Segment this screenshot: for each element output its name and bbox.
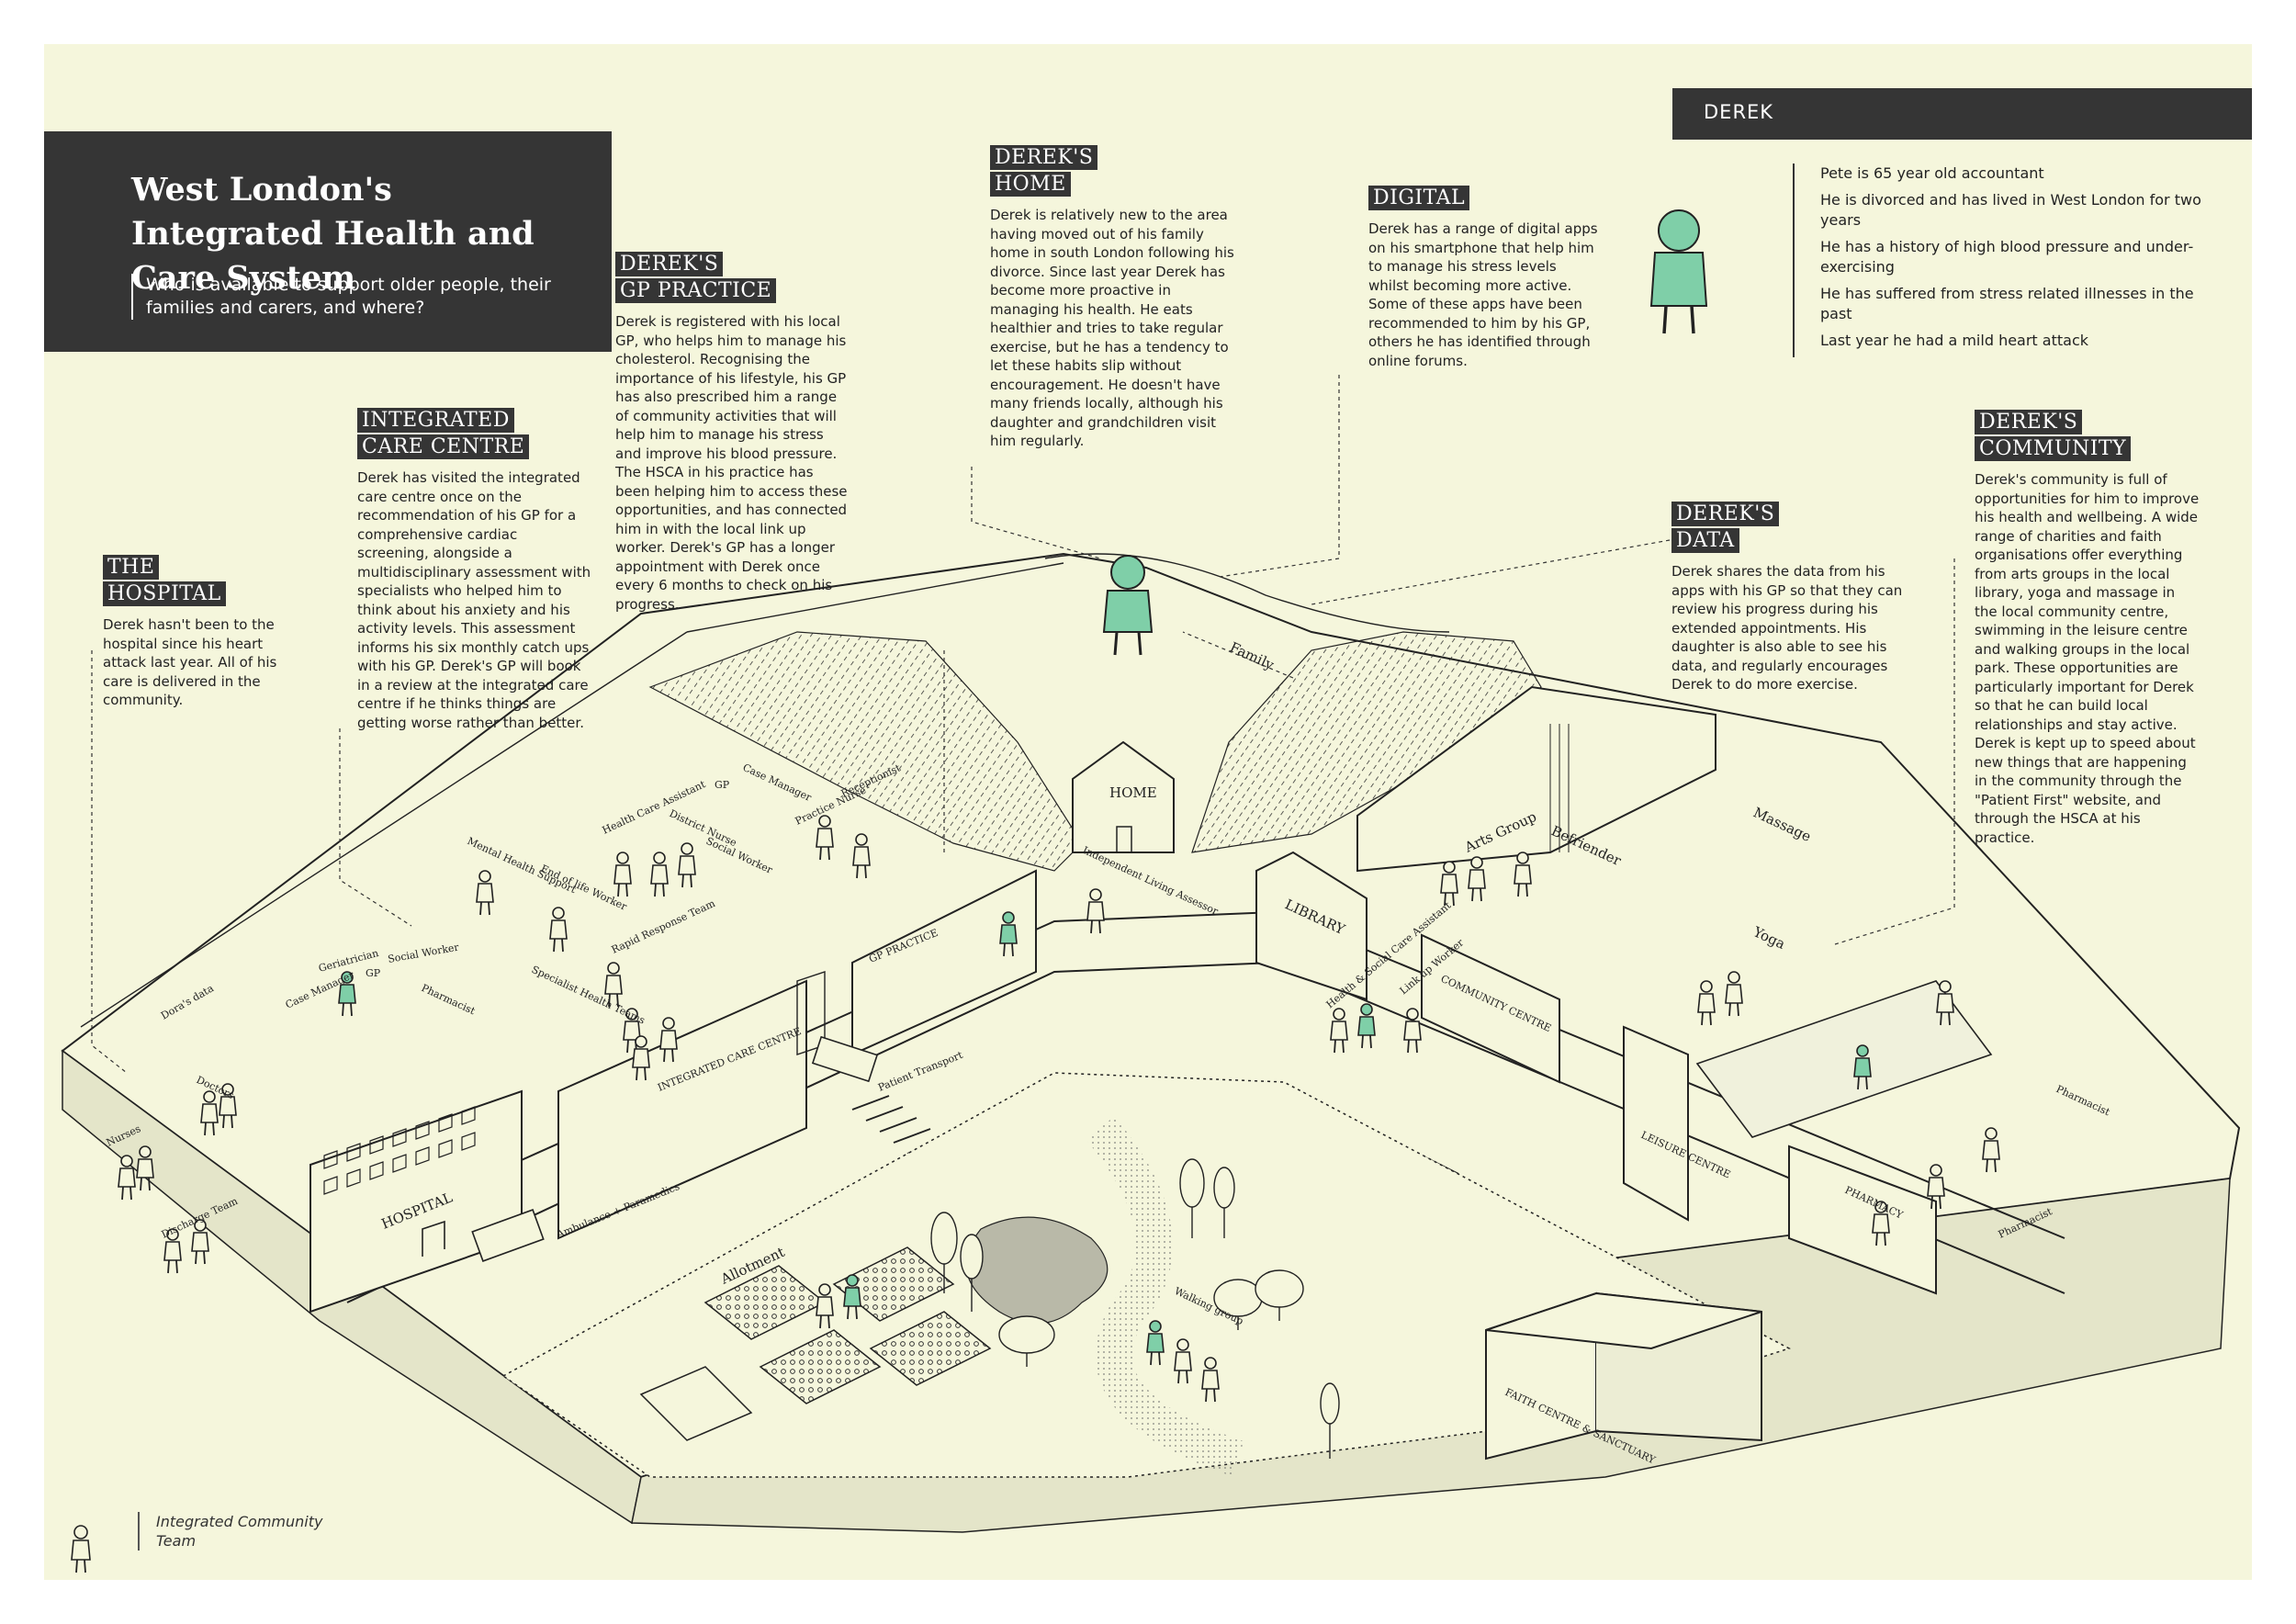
library-building — [1255, 851, 1367, 1001]
legend-label: Integrated Community Team — [138, 1512, 358, 1551]
section-icc-heading: INTEGRATED CARE CENTRE — [357, 408, 530, 461]
title-panel: West London's Integrated Health and Care… — [44, 131, 612, 352]
gp-practice-building — [851, 869, 1037, 1056]
pond — [965, 1216, 1109, 1325]
section-hospital: THE HOSPITAL Derek hasn't been to the ho… — [103, 555, 305, 710]
pharmacy-building — [1788, 1145, 1937, 1295]
section-hospital-heading: THE HOSPITAL — [103, 555, 226, 608]
section-community-body: Derek's community is full of opportuniti… — [1975, 471, 2200, 846]
section-data-body: Derek shares the data from his apps with… — [1671, 563, 1903, 693]
patient-transport-van — [811, 1035, 879, 1083]
section-home-heading: DEREK'S HOME — [990, 145, 1098, 198]
profile-fact: Pete is 65 year old accountant — [1820, 164, 2044, 182]
derek-profile-figure — [1649, 209, 1708, 334]
section-digital-heading: DIGITAL — [1368, 186, 1470, 212]
page-title: West London's Integrated Health and Care… — [131, 171, 535, 297]
legend-figure — [71, 1525, 91, 1573]
section-data: DEREK'S DATA Derek shares the data from … — [1671, 502, 1906, 694]
section-home: DEREK'S HOME Derek is relatively new to … — [990, 145, 1238, 451]
community-centre-building — [1421, 933, 1560, 1084]
profile-fact: He has suffered from stress related illn… — [1820, 285, 2194, 322]
hospital-building — [310, 1089, 523, 1314]
label-home: HOME — [1109, 784, 1157, 801]
section-community: DEREK'S COMMUNITY Derek's community is f… — [1975, 410, 2200, 847]
home-building — [1072, 740, 1175, 853]
profile-fact: He is divorced and has lived in West Lon… — [1820, 191, 2201, 229]
allotment-beds — [639, 1246, 992, 1441]
section-icc: INTEGRATED CARE CENTRE Derek has visited… — [357, 408, 591, 732]
section-hospital-body: Derek hasn't been to the hospital since … — [103, 616, 277, 708]
trees — [930, 1158, 1340, 1459]
leisure-centre-building — [1623, 980, 1993, 1222]
leader-lines — [91, 375, 1955, 1074]
faith-centre-building — [1485, 1291, 1762, 1460]
poster: HOME HOSPITAL INTEGRATED CARE CENTRE GP … — [44, 44, 2252, 1580]
derek-figure — [1102, 555, 1154, 656]
profile-name-bar: DEREK — [1672, 88, 2252, 140]
section-digital: DIGITAL Derek has a range of digital app… — [1368, 186, 1598, 370]
section-data-heading: DEREK'S DATA — [1671, 502, 1780, 555]
section-community-heading: DEREK'S COMMUNITY — [1975, 410, 2132, 463]
profile-fact: He has a history of high blood pressure … — [1820, 238, 2194, 276]
section-gp-body: Derek is registered with his local GP, w… — [615, 313, 848, 613]
page-subtitle: Who is available to support older people… — [131, 274, 578, 320]
section-home-body: Derek is relatively new to the area havi… — [990, 207, 1234, 449]
isometric-map: HOME HOSPITAL INTEGRATED CARE CENTRE GP … — [61, 209, 2241, 1573]
section-icc-body: Derek has visited the integrated care ce… — [357, 469, 591, 731]
section-digital-body: Derek has a range of digital apps on his… — [1368, 220, 1598, 369]
profile-name: DEREK — [1704, 101, 1774, 123]
zebra-crossing-left — [851, 1095, 959, 1166]
section-gp-heading: DEREK'S GP PRACTICE — [615, 252, 777, 305]
label-gp-2: GP — [715, 779, 730, 791]
label-gp: GP — [366, 967, 381, 979]
profile-fact: Last year he had a mild heart attack — [1820, 332, 2089, 349]
ambulance — [471, 1209, 545, 1262]
back-building — [1356, 685, 1716, 873]
profile-facts: Pete is 65 year old accountant He is div… — [1793, 164, 2206, 357]
section-gp-practice: DEREK'S GP PRACTICE Derek is registered … — [615, 252, 850, 614]
hill-right — [1191, 631, 1542, 853]
